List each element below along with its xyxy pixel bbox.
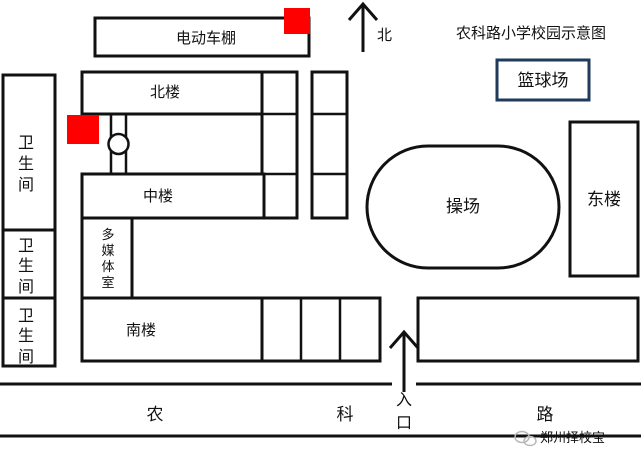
marker-bike-shed bbox=[284, 8, 310, 34]
stair-circle bbox=[107, 132, 130, 156]
map-title: 农科路小学校园示意图 bbox=[456, 24, 606, 42]
toilet-block-2 bbox=[1, 228, 57, 300]
toilet-2-char-3: 间 bbox=[18, 277, 34, 296]
playground bbox=[365, 144, 561, 270]
toilet-block-3 bbox=[1, 296, 57, 368]
toilet-3-char-3: 间 bbox=[18, 347, 34, 366]
toilet-1-char-3: 间 bbox=[18, 175, 34, 194]
toilet-column: 卫 生 间 卫 生 间 卫 生 间 bbox=[1, 73, 57, 368]
basketball-court bbox=[495, 58, 591, 102]
stair-connector bbox=[107, 114, 130, 174]
road-char-2: 科 bbox=[337, 405, 354, 425]
north-arrow: 北 bbox=[347, 1, 392, 52]
toilet-block-1 bbox=[1, 73, 57, 232]
entrance-char-1: 入 bbox=[396, 390, 412, 409]
north-label: 北 bbox=[377, 26, 392, 44]
basketball-court-label: 篮球场 bbox=[518, 71, 569, 91]
road-char-1: 农 bbox=[147, 405, 164, 425]
toilet-3-char-2: 生 bbox=[18, 326, 34, 345]
bike-shed bbox=[93, 16, 311, 58]
middle-building-label: 中楼 bbox=[143, 187, 173, 205]
road-char-3: 路 bbox=[537, 405, 554, 425]
wechat-icon-bubble bbox=[523, 435, 537, 447]
multimedia-char-3: 体 bbox=[101, 260, 114, 275]
toilet-3-char-1: 卫 bbox=[18, 306, 34, 325]
marker-north-building bbox=[67, 115, 99, 144]
corridor-block-a bbox=[260, 70, 299, 220]
entrance-char-2: 口 bbox=[396, 413, 412, 432]
playground-label: 操场 bbox=[446, 197, 480, 217]
south-building-label: 南楼 bbox=[126, 321, 156, 339]
south-building bbox=[80, 296, 264, 363]
multimedia-char-4: 室 bbox=[101, 275, 114, 291]
watermark: 郑州择校宝 bbox=[514, 430, 605, 447]
entrance-arrow bbox=[388, 329, 420, 392]
middle-building bbox=[80, 172, 266, 220]
toilet-2-char-2: 生 bbox=[18, 256, 34, 275]
south-building-wing bbox=[260, 296, 382, 363]
watermark-text: 郑州择校宝 bbox=[540, 430, 605, 446]
southeast-building bbox=[416, 296, 640, 363]
north-building-label: 北楼 bbox=[150, 83, 180, 101]
multimedia-room bbox=[80, 216, 134, 300]
toilet-2-char-1: 卫 bbox=[18, 236, 34, 255]
corridor-block-b bbox=[310, 70, 349, 220]
toilet-1-char-2: 生 bbox=[18, 154, 34, 173]
entrance-arrow-head bbox=[388, 329, 420, 349]
multimedia-char-2: 媒 bbox=[101, 244, 114, 259]
multimedia-char-1: 多 bbox=[101, 227, 114, 243]
bike-shed-label: 电动车棚 bbox=[176, 29, 236, 47]
east-building bbox=[568, 120, 640, 278]
toilet-1-char-1: 卫 bbox=[18, 133, 34, 152]
east-building-label: 东楼 bbox=[587, 190, 621, 210]
north-arrow-head bbox=[347, 1, 379, 21]
